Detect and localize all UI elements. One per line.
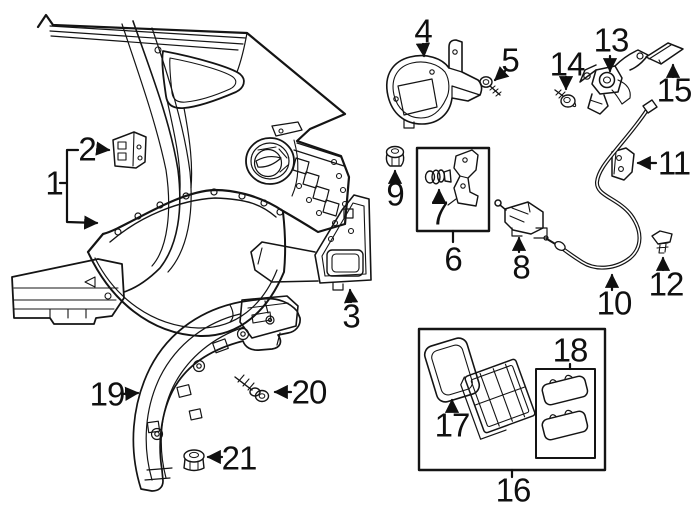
callout-label-11: 11 bbox=[657, 144, 691, 182]
callout-leaders bbox=[58, 42, 681, 479]
wheelhouse-liner-drawing bbox=[132, 297, 301, 492]
callout-label-17: 17 bbox=[434, 406, 471, 444]
leader-3 bbox=[343, 288, 359, 304]
callout-label-3: 3 bbox=[342, 297, 360, 335]
callout-label-14: 14 bbox=[549, 45, 586, 83]
leader-4 bbox=[415, 42, 431, 58]
callout-label-18: 18 bbox=[552, 331, 589, 369]
callout-label-21: 21 bbox=[221, 439, 258, 477]
callout-label-8: 8 bbox=[512, 248, 530, 286]
callout-label-5: 5 bbox=[501, 41, 519, 79]
leader-19 bbox=[120, 386, 140, 401]
release-cable-drawing bbox=[543, 99, 658, 270]
grommet-drawing bbox=[385, 145, 405, 167]
push-clip-drawing bbox=[234, 374, 270, 403]
cap-nut-drawing bbox=[183, 449, 205, 472]
cable-clip-drawing bbox=[651, 230, 673, 254]
leader-2 bbox=[95, 141, 111, 156]
callout-label-4: 4 bbox=[414, 12, 432, 50]
cable-bracket-drawing bbox=[611, 147, 635, 181]
filler-housing-drawing bbox=[386, 39, 483, 129]
callout-label-15: 15 bbox=[656, 71, 693, 109]
leader-1 bbox=[58, 148, 97, 223]
bolt-drawing bbox=[554, 89, 577, 108]
clip-7-drawing bbox=[424, 169, 452, 185]
quarter-panel-drawing bbox=[11, 13, 351, 339]
kit-bracket-drawing bbox=[447, 149, 479, 207]
callout-label-1: 1 bbox=[45, 164, 63, 202]
latch-drawing bbox=[494, 199, 548, 239]
corner-bracket-drawing bbox=[112, 131, 147, 169]
callout-label-7: 7 bbox=[430, 194, 448, 232]
fuel-filler-cap bbox=[245, 137, 295, 185]
vent-grille-drawing bbox=[460, 358, 536, 440]
callout-label-6: 6 bbox=[444, 240, 462, 278]
vent-seal-17-drawing bbox=[423, 337, 481, 403]
kit-box-6 bbox=[415, 146, 491, 233]
screw-drawing bbox=[479, 76, 502, 97]
callout-label-10: 10 bbox=[596, 284, 633, 322]
leader-5 bbox=[493, 66, 510, 82]
callout-label-16: 16 bbox=[495, 471, 532, 509]
callout-label-9: 9 bbox=[386, 175, 404, 213]
callout-label-19: 19 bbox=[89, 375, 126, 413]
pad-drawing bbox=[645, 42, 684, 65]
opener-drawing bbox=[579, 49, 649, 115]
callout-label-20: 20 bbox=[291, 373, 328, 411]
support-panel-drawing bbox=[250, 194, 372, 291]
callout-label-2: 2 bbox=[78, 130, 96, 168]
callout-label-12: 12 bbox=[648, 265, 685, 303]
callout-label-13: 13 bbox=[593, 21, 630, 59]
flap-box-18 bbox=[535, 368, 596, 459]
vent-flaps-drawing bbox=[541, 374, 589, 441]
